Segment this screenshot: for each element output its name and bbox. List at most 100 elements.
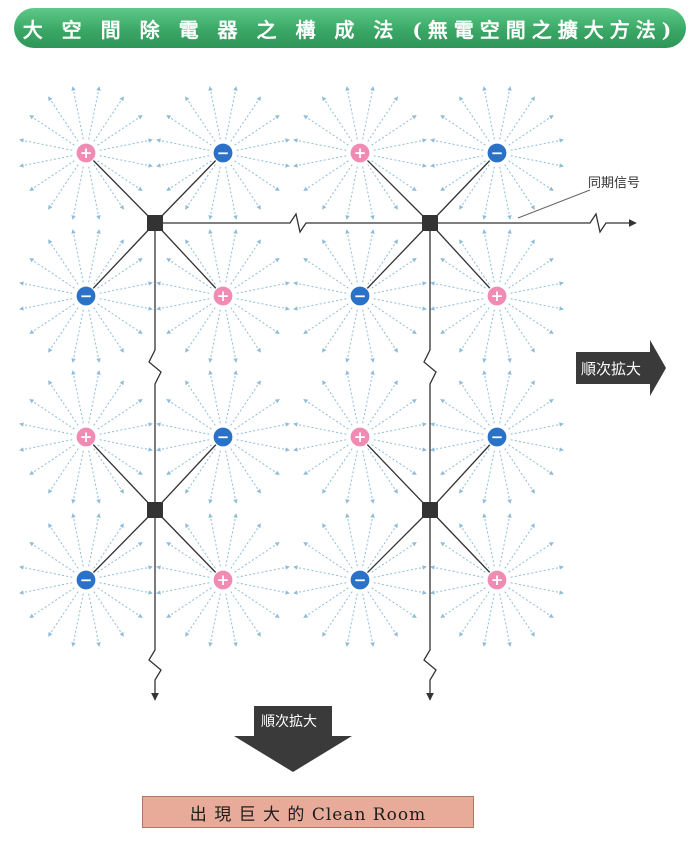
field-arrow bbox=[234, 115, 280, 146]
field-arrow bbox=[225, 370, 238, 424]
field-arrow bbox=[230, 448, 261, 494]
field-arrow bbox=[510, 281, 564, 294]
field-arrow bbox=[166, 399, 212, 430]
field-arrow bbox=[293, 565, 347, 578]
field-arrow bbox=[71, 370, 84, 424]
field-arrow bbox=[430, 155, 484, 168]
field-arrow bbox=[459, 239, 490, 285]
field-arrow bbox=[185, 164, 216, 210]
field-arrow bbox=[230, 380, 261, 426]
sync-signal-label: 同期信号 bbox=[588, 176, 640, 191]
negative-electrode-disc bbox=[75, 285, 97, 307]
field-arrow bbox=[19, 439, 73, 452]
negative-electrode-disc bbox=[349, 285, 371, 307]
field-arrow bbox=[293, 155, 347, 168]
field-arrow bbox=[88, 229, 101, 283]
electrode-wire bbox=[85, 509, 156, 581]
field-arrow bbox=[371, 160, 417, 191]
field-arrow bbox=[440, 399, 486, 430]
field-arrow bbox=[29, 399, 75, 430]
field-arrow bbox=[499, 229, 512, 283]
field-arrow bbox=[430, 422, 484, 435]
field-arrow bbox=[322, 591, 353, 637]
field-arrow bbox=[88, 593, 101, 647]
field-arrow bbox=[504, 239, 535, 285]
positive-electrode: + bbox=[212, 569, 234, 591]
field-arrow bbox=[508, 303, 554, 334]
field-arrow bbox=[99, 565, 153, 578]
positive-electrode-disc bbox=[486, 569, 508, 591]
field-arrow bbox=[459, 523, 490, 569]
electric-field-arrows bbox=[19, 86, 564, 647]
field-arrow bbox=[156, 138, 210, 151]
electrode-wire bbox=[154, 436, 224, 511]
field-arrow bbox=[236, 281, 290, 294]
negative-electrode-disc bbox=[486, 426, 508, 448]
positive-electrode-disc bbox=[349, 426, 371, 448]
field-arrow bbox=[504, 96, 535, 142]
field-arrow bbox=[208, 309, 221, 363]
sync-signal-line bbox=[155, 212, 637, 234]
field-arrow bbox=[373, 298, 427, 311]
field-arrow bbox=[510, 155, 564, 168]
field-arrow bbox=[234, 587, 280, 618]
field-arrow bbox=[19, 281, 73, 294]
controller-unit bbox=[422, 502, 438, 518]
field-arrow bbox=[508, 587, 554, 618]
electrode-grid: +−+−−+−++−+−−+−+ bbox=[75, 142, 508, 591]
field-arrow bbox=[345, 593, 358, 647]
electrode-wire bbox=[154, 152, 224, 224]
field-arrow bbox=[99, 439, 153, 452]
field-arrow bbox=[88, 370, 101, 424]
result-box: 出 現 巨 大 的 Clean Room bbox=[142, 796, 474, 828]
electrode-wire bbox=[359, 222, 431, 297]
controller-unit bbox=[147, 502, 163, 518]
field-arrow bbox=[345, 86, 358, 140]
field-arrow bbox=[71, 229, 84, 283]
field-arrow bbox=[322, 523, 353, 569]
field-arrow bbox=[499, 166, 512, 220]
field-arrow bbox=[99, 138, 153, 151]
field-arrow bbox=[373, 138, 427, 151]
field-arrow bbox=[93, 239, 124, 285]
electrode-wire bbox=[154, 509, 224, 581]
field-arrow bbox=[97, 160, 143, 191]
field-arrow bbox=[236, 565, 290, 578]
field-arrow bbox=[166, 258, 212, 289]
controller-unit bbox=[422, 215, 438, 231]
plus-icon: + bbox=[80, 428, 93, 446]
field-arrow bbox=[373, 281, 427, 294]
field-arrow bbox=[322, 239, 353, 285]
field-arrow bbox=[236, 422, 290, 435]
field-arrow bbox=[93, 591, 124, 637]
field-arrow bbox=[48, 591, 79, 637]
minus-icon: − bbox=[491, 144, 504, 162]
field-arrow bbox=[225, 593, 238, 647]
field-arrow bbox=[367, 523, 398, 569]
field-arrow bbox=[504, 307, 535, 353]
field-arrow bbox=[322, 448, 353, 494]
electrode-wire bbox=[429, 509, 498, 581]
field-arrow bbox=[440, 115, 486, 146]
field-arrow bbox=[362, 450, 375, 504]
field-arrow bbox=[93, 96, 124, 142]
field-arrow bbox=[185, 380, 216, 426]
field-arrow bbox=[225, 166, 238, 220]
field-arrow bbox=[303, 160, 349, 191]
field-arrow bbox=[166, 542, 212, 573]
negative-electrode: − bbox=[486, 426, 508, 448]
minus-icon: − bbox=[80, 287, 93, 305]
field-arrow bbox=[322, 307, 353, 353]
field-arrow bbox=[508, 444, 554, 475]
field-arrow bbox=[19, 422, 73, 435]
field-arrow bbox=[362, 309, 375, 363]
field-arrow bbox=[345, 513, 358, 567]
field-arrow bbox=[510, 298, 564, 311]
field-arrow bbox=[459, 164, 490, 210]
plus-icon: + bbox=[217, 571, 230, 589]
vertical-signal-line bbox=[148, 223, 162, 701]
field-arrow bbox=[166, 444, 212, 475]
field-arrow bbox=[230, 307, 261, 353]
field-arrow bbox=[166, 587, 212, 618]
